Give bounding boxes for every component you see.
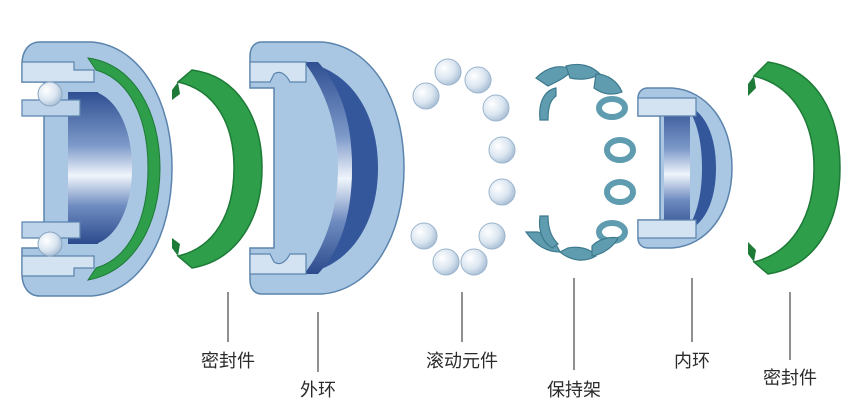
- rolling-elements-part: [410, 58, 516, 276]
- cage-part: [524, 63, 636, 261]
- outer-ring-label: 外环: [300, 380, 336, 401]
- inner-ring-label: 内环: [674, 351, 710, 372]
- cage-label: 保持架: [547, 380, 601, 401]
- rolling-elements-label: 滚动元件: [426, 351, 498, 372]
- inner-ring-part: [637, 87, 733, 249]
- seal-left-part: [172, 69, 263, 269]
- seal-right-label: 密封件: [763, 368, 817, 389]
- assembled-bearing: [21, 41, 173, 297]
- seal-left-label: 密封件: [201, 351, 255, 372]
- outer-ring-part: [249, 41, 405, 295]
- seal-right-part: [748, 61, 841, 275]
